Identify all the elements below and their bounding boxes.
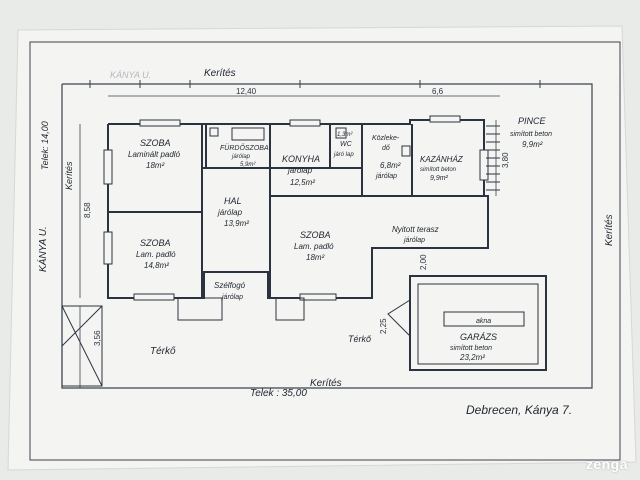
room-pince-name: PINCE — [518, 116, 547, 126]
inspection-pit — [443, 311, 525, 327]
dim-top-right: 6,6 — [432, 87, 444, 96]
room-furdo-area: 5,9m² — [240, 162, 256, 168]
paving-label-right: Térkő — [348, 334, 372, 344]
room-szoba1-area: 18m² — [146, 161, 165, 170]
dim-top-total: 12,40 — [236, 87, 257, 96]
room-szelfogo-name: Szélfogó — [214, 281, 246, 290]
room-kazan-name: KAZÁNHÁZ — [420, 155, 464, 164]
dim-left-total: 8,58 — [83, 202, 92, 218]
room-szoba1-name: SZOBA — [140, 138, 171, 148]
room-garazs-area: 23,2m² — [459, 353, 485, 362]
room-kazan-area: 9,9m² — [430, 175, 449, 182]
paving-label-left: Térkő — [150, 346, 176, 357]
street-label: KÁNYA U. — [36, 226, 49, 272]
room-konyha-floor: járólap — [287, 166, 313, 175]
room-szelfogo-floor: járólap — [221, 294, 243, 301]
watermark-logo: zenga — [585, 456, 628, 472]
room-garazs-name: GARÁZS — [460, 332, 497, 342]
room-konyha-name: KONYHA — [282, 154, 320, 164]
room-szoba2-area: 14,8m² — [144, 261, 169, 270]
dim-garage-gap: 2,25 — [379, 318, 388, 334]
dimension-lines — [79, 95, 500, 388]
garage-door-swing — [387, 299, 411, 337]
room-furdo-name: FÜRDŐSZOBA — [220, 143, 269, 152]
room-szoba3-floor: Lam. padló — [294, 242, 334, 251]
fence-label-top: Kerítés — [204, 68, 236, 79]
garage-walls — [409, 275, 547, 371]
fence-label-left: Kerítés — [64, 161, 74, 190]
room-hal-name: HAL — [224, 196, 242, 206]
bathroom-fixtures — [209, 127, 411, 157]
room-szoba2-floor: Lam. padló — [136, 250, 176, 259]
windows — [103, 115, 489, 301]
room-kozleked-area: 6,8m² — [380, 161, 401, 170]
lot-length-label: Telek : 35,00 — [250, 388, 307, 399]
room-furdo-floor: járólap — [231, 154, 251, 160]
room-hal-floor: járólap — [217, 208, 243, 217]
address-label: Debrecen, Kánya 7. — [466, 403, 572, 417]
room-kozleked-floor: járólap — [375, 173, 397, 180]
lot-boundary — [29, 41, 621, 461]
room-terasz-name: Nyitott terasz — [392, 225, 439, 234]
dim-bottom-left: 3,56 — [93, 330, 102, 346]
room-pince-area: 9,9m² — [522, 140, 543, 149]
room-kozleked-name: Közleke- — [372, 135, 400, 142]
room-kozleked-line2: dő — [382, 145, 390, 152]
lot-width-label: Telek: 14,00 — [40, 121, 50, 170]
cellar-stairs — [486, 125, 500, 191]
room-szoba1-floor: Laminált padló — [128, 150, 181, 159]
room-szoba3-area: 18m² — [306, 253, 325, 262]
left-gate — [61, 305, 103, 387]
fence-faded-label: KÁNYA U. — [110, 70, 151, 80]
fence-label-bottom: Kerítés — [310, 378, 342, 389]
dim-pince-height: 3,80 — [501, 152, 510, 168]
fence-label-right: Kerítés — [604, 214, 615, 246]
dim-gap-2: 2,00 — [419, 254, 428, 270]
room-garazs-floor: simított beton — [450, 345, 492, 352]
entrance-steps — [177, 297, 305, 321]
room-pince-floor: simított beton — [510, 131, 552, 138]
room-wc-area: 1,3m² — [337, 132, 353, 138]
room-wc-name: WC — [340, 141, 353, 148]
room-wc-floor: járó lap — [333, 152, 354, 158]
room-kazan-floor: simított beton — [420, 167, 457, 173]
fence-line — [61, 83, 593, 389]
room-konyha-area: 12,5m² — [290, 178, 315, 187]
garage-pit-label: akna — [476, 318, 491, 325]
room-szoba3-name: SZOBA — [300, 230, 331, 240]
room-hal-area: 13,9m² — [224, 219, 249, 228]
room-terasz-floor: járólap — [403, 237, 425, 244]
room-szoba2-name: SZOBA — [140, 238, 171, 248]
paper-sheet — [7, 25, 637, 471]
